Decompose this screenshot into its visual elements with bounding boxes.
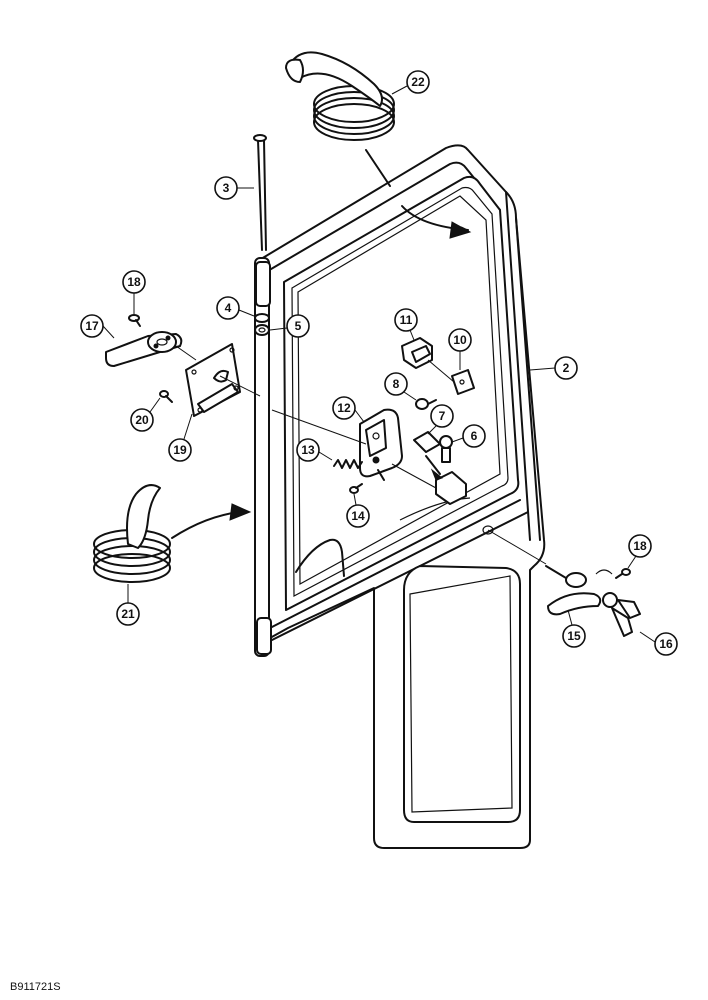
svg-text:17: 17 xyxy=(85,319,99,333)
svg-text:3: 3 xyxy=(223,181,230,195)
callout-5: 5 xyxy=(269,314,310,338)
washer-part-4 xyxy=(254,313,270,323)
bolt-part-6 xyxy=(439,435,453,463)
svg-text:16: 16 xyxy=(659,637,673,651)
callout-4: 4 xyxy=(216,296,255,320)
callout-15: 15 xyxy=(562,609,586,648)
washer-part-5 xyxy=(254,324,270,336)
callout-12: 12 xyxy=(332,396,365,423)
mounting-plate-part-19 xyxy=(185,343,241,417)
svg-text:18: 18 xyxy=(127,275,141,289)
svg-text:21: 21 xyxy=(121,607,135,621)
svg-text:13: 13 xyxy=(301,443,315,457)
screw-part-18-left xyxy=(128,314,141,327)
callout-13: 13 xyxy=(296,438,333,462)
svg-text:19: 19 xyxy=(173,443,187,457)
hinge-post xyxy=(254,257,272,657)
callout-6: 6 xyxy=(451,424,486,448)
callout-2: 2 xyxy=(529,356,578,380)
hinge-pin-rod xyxy=(253,134,267,251)
striker-block xyxy=(435,471,467,505)
callout-22: 22 xyxy=(391,70,430,95)
callout-11: 11 xyxy=(394,308,418,341)
callout-17: 17 xyxy=(80,314,115,339)
latch-assembly-part-12 xyxy=(359,408,403,481)
screw-part-18-right xyxy=(615,568,631,579)
svg-text:15: 15 xyxy=(567,629,581,643)
svg-text:14: 14 xyxy=(351,509,365,523)
callout-19: 19 xyxy=(168,413,193,462)
seal-coil-part-22 xyxy=(285,51,395,141)
svg-text:4: 4 xyxy=(225,301,232,315)
screw-part-14 xyxy=(349,483,363,494)
seal-coil-part-21 xyxy=(93,484,171,583)
callout-8: 8 xyxy=(384,372,417,401)
svg-text:5: 5 xyxy=(295,319,302,333)
figure-reference: B911721S xyxy=(10,981,61,993)
callout-7: 7 xyxy=(427,404,454,435)
callout-10: 10 xyxy=(448,328,472,370)
inside-lever-part-17 xyxy=(105,331,183,367)
callout-18-right: 18 xyxy=(627,534,652,569)
callout-3: 3 xyxy=(214,176,254,200)
svg-text:11: 11 xyxy=(400,313,413,327)
explode-lines xyxy=(175,345,547,565)
callout-16: 16 xyxy=(639,631,678,656)
spring-part-13 xyxy=(333,459,363,469)
callout-18-left: 18 xyxy=(122,270,146,314)
door-frame xyxy=(255,144,546,849)
svg-text:12: 12 xyxy=(337,401,351,415)
callout-21: 21 xyxy=(116,584,140,626)
svg-text:20: 20 xyxy=(135,413,149,427)
svg-text:7: 7 xyxy=(439,409,446,423)
outside-handle-part-15 xyxy=(545,565,602,616)
svg-text:8: 8 xyxy=(393,377,400,391)
svg-text:18: 18 xyxy=(633,539,647,553)
key-set-part-16 xyxy=(602,592,641,637)
svg-text:22: 22 xyxy=(411,75,425,89)
striker-bracket-part-11 xyxy=(401,337,433,369)
svg-text:10: 10 xyxy=(453,333,467,347)
callout-20: 20 xyxy=(130,397,161,432)
screw-part-20 xyxy=(159,390,173,403)
striker-plate-part-10 xyxy=(451,369,475,395)
svg-text:6: 6 xyxy=(471,429,478,443)
screw-part-8 xyxy=(415,398,437,410)
callout-14: 14 xyxy=(346,493,370,528)
svg-text:2: 2 xyxy=(563,361,570,375)
